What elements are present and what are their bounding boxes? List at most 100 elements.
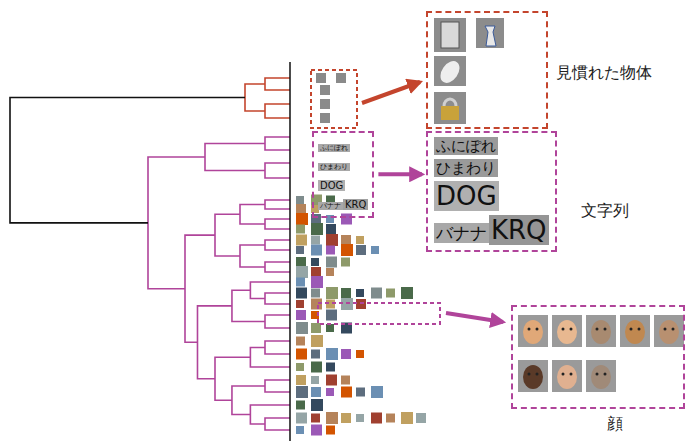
leaf-thumbnail (356, 414, 364, 422)
leaf-thumbnail (296, 337, 305, 346)
dendrogram-branch (215, 357, 250, 400)
object-shape (444, 99, 456, 106)
dendrogram-branch (265, 200, 290, 209)
leaf-thumbnail (371, 246, 379, 254)
face-eye (596, 373, 599, 376)
face-photo (552, 315, 582, 347)
face-photo (586, 360, 616, 392)
leaf-thumbnail (341, 288, 351, 298)
leaf-thumbnail (311, 245, 322, 256)
dendrogram-branch (265, 104, 290, 118)
leaf-thumbnail (401, 412, 413, 424)
dashed-group-box: 顔 (511, 305, 685, 409)
text-row: ひまわり (434, 159, 549, 177)
leaf-thumbnail (356, 388, 365, 397)
leaf-thumbnail (311, 236, 320, 245)
text-row: バナナKRQ (318, 194, 368, 212)
face-photo (620, 315, 650, 347)
leaf-thumbnail (356, 236, 364, 244)
object-shape (485, 26, 496, 46)
dendrogram-branch (245, 84, 265, 111)
leaf-thumbnail (371, 413, 382, 424)
string-stimulus: ふにぽれ (434, 137, 498, 155)
dendrogram-branch (215, 214, 240, 256)
face-eye (570, 373, 573, 376)
face-photo (518, 360, 548, 392)
dendrogram-branch (232, 290, 265, 321)
cluster-box (318, 303, 440, 324)
dashed-group-box: ふにぽれひまわりDOGバナナKRQ (312, 131, 374, 218)
face-eye (672, 328, 675, 331)
object-shape (437, 58, 464, 87)
leaf-thumbnail (326, 287, 338, 299)
leaf-thumbnail (326, 310, 337, 321)
leaf-thumbnail (356, 245, 366, 255)
dendrogram-branch (265, 293, 290, 304)
string-stimulus: ふにぽれ (318, 144, 350, 152)
face-shape (625, 320, 645, 344)
object-photo (434, 56, 466, 86)
leaf-thumbnail (401, 287, 413, 299)
leaf-thumbnail (326, 363, 335, 372)
leaf-thumbnail (296, 386, 308, 398)
face-eye (630, 328, 633, 331)
dashed-group-box: ふにぽれひまわりDOGバナナKRQ文字列 (426, 131, 557, 252)
group-label: 顔 (607, 414, 623, 435)
text-row: DOG (434, 182, 549, 212)
face-eye (604, 373, 607, 376)
dendrogram-branch (265, 418, 290, 430)
leaf-thumbnail (296, 413, 307, 424)
leaf-thumbnail (341, 413, 351, 423)
leaf-thumbnail (326, 412, 338, 424)
leaf-thumbnail (311, 362, 322, 373)
leaf-thumbnail (311, 425, 322, 436)
leaf-thumbnail (320, 99, 330, 109)
leaf-thumbnail (326, 324, 334, 332)
dendrogram-branch (205, 144, 265, 171)
object-shape (441, 22, 459, 48)
leaf-thumbnail (386, 289, 395, 298)
dendrogram-branch (265, 315, 290, 328)
leaf-thumbnail (316, 73, 326, 83)
text-row: DOG (318, 175, 368, 193)
face-shape (523, 365, 543, 389)
string-stimulus: DOG (434, 181, 499, 211)
string-stimulus: KRQ (343, 199, 368, 210)
leaf-thumbnail (296, 196, 304, 204)
dendrogram-branch (10, 98, 245, 223)
leaf-thumbnail (296, 375, 306, 385)
leaf-thumbnail (296, 288, 307, 299)
text-row: バナナKRQ (434, 216, 549, 246)
leaf-thumbnail (326, 388, 334, 396)
face-shape (523, 320, 543, 344)
leaf-thumbnail (341, 244, 353, 256)
leaf-thumbnail (296, 310, 306, 320)
leaf-thumbnail (296, 426, 304, 434)
dendrogram-branch (148, 157, 205, 289)
face-photo (654, 315, 684, 347)
leaf-thumbnail (356, 350, 364, 358)
pointer-arrow (378, 172, 422, 176)
face-shape (659, 320, 679, 344)
leaf-thumbnail (326, 224, 336, 234)
leaf-thumbnail (320, 85, 330, 95)
string-stimulus: バナナ (318, 202, 343, 210)
leaf-thumbnail (341, 349, 351, 359)
dendrogram-branch (240, 245, 265, 267)
dendrogram-branch (265, 78, 290, 90)
face-eye (570, 328, 573, 331)
face-eye (664, 328, 667, 331)
face-eye (638, 328, 641, 331)
leaf-thumbnail (296, 225, 305, 234)
face-eye (536, 373, 539, 376)
leaf-thumbnail (296, 213, 308, 225)
dendrogram-branch (265, 219, 290, 229)
dendrogram-branch (265, 163, 290, 178)
face-eye (596, 328, 599, 331)
leaf-thumbnail (326, 257, 337, 268)
leaf-thumbnail (341, 258, 350, 267)
face-eye (528, 373, 531, 376)
leaf-thumbnail (296, 246, 304, 254)
object-photo (434, 92, 466, 124)
string-stimulus: ひまわり (434, 159, 498, 177)
